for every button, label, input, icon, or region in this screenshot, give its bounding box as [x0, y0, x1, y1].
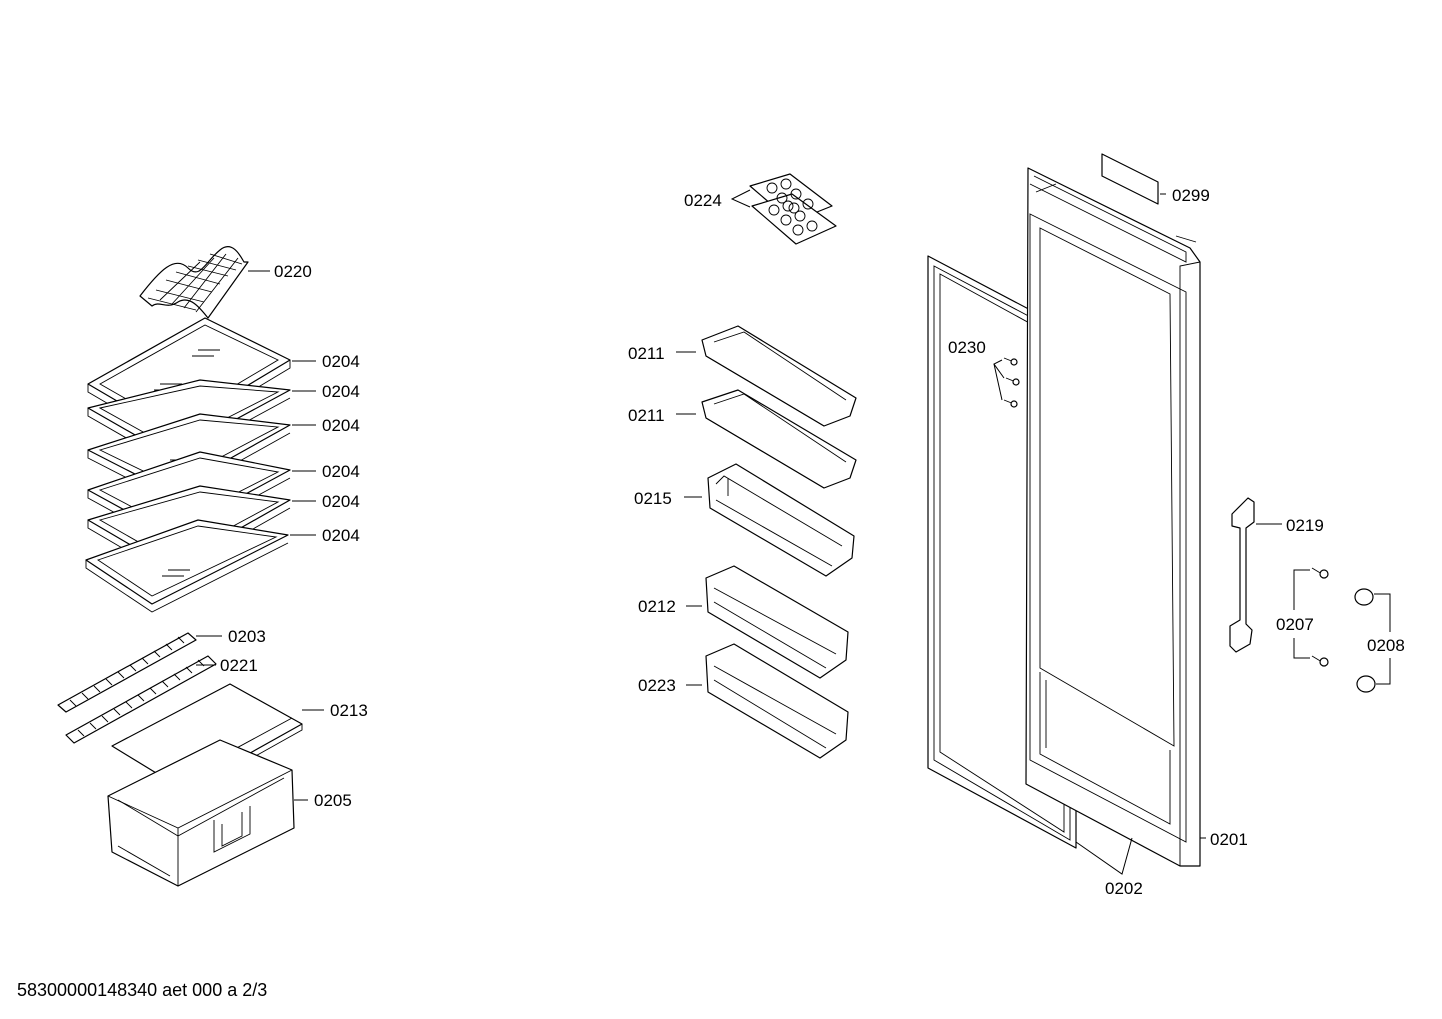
- leader-0202: [1075, 837, 1133, 875]
- label-0204-4: 0204: [322, 462, 360, 481]
- bottle-bin-part: [707, 463, 855, 577]
- label-0224: 0224: [684, 191, 722, 210]
- label-0204-1: 0204: [322, 352, 360, 371]
- door-bin-0223: [705, 643, 849, 759]
- leader-0207-bottom: [1293, 638, 1310, 659]
- leader-0208-bottom: [1376, 658, 1391, 685]
- door-bin-0212: [705, 565, 849, 679]
- label-0219: 0219: [1286, 516, 1324, 535]
- label-0215: 0215: [634, 489, 672, 508]
- leader-0208-top: [1374, 593, 1391, 632]
- door-panel-part: [1025, 167, 1201, 867]
- label-0204-2: 0204: [322, 382, 360, 401]
- label-0220: 0220: [274, 262, 312, 281]
- door-bin-2: [701, 389, 857, 489]
- label-0211-2: 0211: [628, 406, 665, 425]
- crisper-drawer: [107, 739, 295, 887]
- label-plate-part: [1101, 153, 1159, 205]
- label-0223: 0223: [638, 676, 676, 695]
- fasteners-0230: [1003, 357, 1020, 408]
- label-0204-5: 0204: [322, 492, 360, 511]
- label-0205: 0205: [314, 791, 352, 810]
- strip-0203: [57, 632, 197, 713]
- screws-0207: [1311, 567, 1329, 667]
- wine-rack-part: [139, 246, 249, 319]
- label-0201: 0201: [1210, 830, 1248, 849]
- caps-0208: [1354, 588, 1376, 693]
- label-0202: 0202: [1105, 879, 1143, 898]
- label-0207: 0207: [1276, 615, 1314, 634]
- label-0212: 0212: [638, 597, 676, 616]
- leader-0207-top: [1293, 569, 1310, 610]
- door-bin-1: [701, 325, 857, 427]
- label-0204-6: 0204: [322, 526, 360, 545]
- strip-0221: [65, 655, 217, 744]
- label-0213: 0213: [330, 701, 368, 720]
- egg-tray-part: [749, 173, 837, 245]
- label-0211-1: 0211: [628, 344, 665, 363]
- drawing-reference-code: 58300000148340 aet 000 a 2/3: [17, 980, 268, 1000]
- door-handle-part: [1229, 497, 1255, 653]
- label-0221: 0221: [220, 656, 258, 675]
- label-0208: 0208: [1367, 636, 1405, 655]
- label-0299: 0299: [1172, 186, 1210, 205]
- leader-0230-b: [993, 363, 1003, 401]
- glass-shelf-6: [85, 519, 289, 613]
- label-0230: 0230: [948, 338, 986, 357]
- leader-0224: [730, 189, 751, 208]
- label-0203: 0203: [228, 627, 266, 646]
- label-0204-3: 0204: [322, 416, 360, 435]
